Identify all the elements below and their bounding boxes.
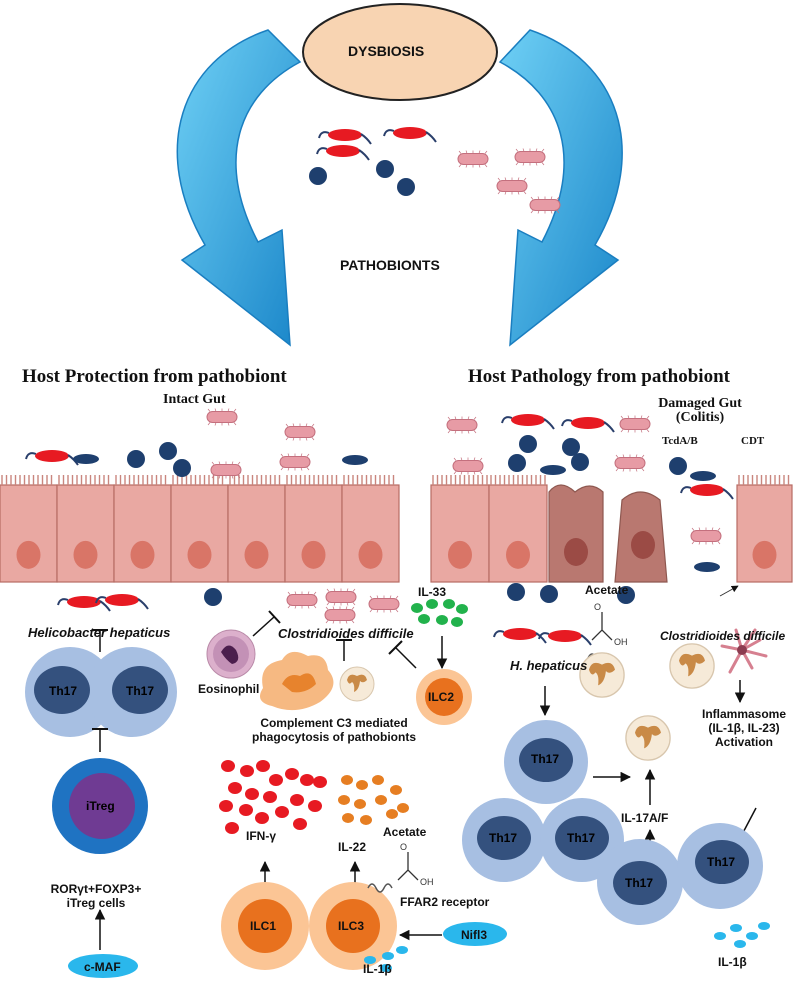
- ilc1-label: ILC1: [250, 919, 277, 933]
- tcdab-label: TcdA/B: [662, 435, 698, 447]
- itreg-caption: RORγt+FOXP3+iTreg cells: [50, 882, 142, 910]
- acetate-molecule-left: O OH: [397, 842, 434, 887]
- clostridioides-left-label: Clostridioides difficile: [278, 626, 414, 641]
- il17-label: IL-17A/F: [621, 811, 669, 825]
- th17-label: Th17: [567, 831, 596, 845]
- bacteria-dot: [540, 585, 558, 603]
- ilc3-label: ILC3: [338, 919, 365, 933]
- pathobionts-label: PATHOBIONTS: [340, 257, 440, 273]
- il22-dots: [338, 775, 409, 825]
- th17-pair-right: [597, 823, 763, 925]
- cmaf-badge: [68, 954, 138, 978]
- cell-nucleus: [187, 540, 212, 569]
- il22-label: IL-22: [338, 840, 367, 854]
- cell-nucleus: [448, 540, 472, 569]
- th17-label: Th17: [625, 876, 654, 890]
- nifl3-badge: [443, 922, 507, 946]
- il1b-dots-left: [364, 946, 408, 972]
- complement-cells: [260, 651, 375, 711]
- inhibition-helicobacter: [92, 629, 108, 652]
- svg-text:O: O: [400, 842, 407, 852]
- inflammasome-label: Inflammasome(IL-1β, IL-23)Activation: [701, 707, 787, 749]
- svg-text:OH: OH: [614, 637, 628, 647]
- th17-label: Th17: [489, 831, 518, 845]
- clostridioides-cluster-left: [286, 588, 400, 624]
- cell-nucleus: [752, 540, 777, 569]
- bacteria-dot: [507, 583, 525, 601]
- intact-gut-bacteria: [25, 408, 368, 479]
- svg-text:O: O: [594, 602, 601, 612]
- dendritic-cell: [720, 628, 768, 674]
- th17-pair-left: [25, 647, 177, 737]
- helicobacter-icon: [57, 595, 111, 612]
- th17-cluster-right: [462, 720, 624, 882]
- eosinophil-cell: [206, 629, 256, 679]
- inhibition-itreg: [92, 728, 108, 752]
- itreg-label: iTreg: [86, 799, 115, 813]
- th17-label: Th17: [49, 684, 78, 698]
- th17-label: Th17: [531, 752, 560, 766]
- dysbiosis-ellipse: [302, 3, 498, 101]
- bacteria-dot: [204, 588, 222, 606]
- inhibition-ilc2: [388, 640, 417, 669]
- helicobacter-label: Helicobacter hepaticus: [28, 625, 171, 640]
- curved-arrow-left: [176, 29, 302, 347]
- eosinophil-label: Eosinophil: [198, 682, 260, 696]
- svg-text:OH: OH: [420, 877, 434, 887]
- neutrophil: [625, 715, 671, 761]
- ilc1-cell: [221, 882, 309, 970]
- cell-nucleus: [73, 540, 98, 569]
- pathology-title: Host Pathology from pathobiont: [468, 366, 730, 387]
- h-hepaticus-label: H. hepaticus: [510, 658, 588, 673]
- inhibition-eosinophil: [252, 610, 281, 637]
- cell-nucleus: [130, 540, 155, 569]
- neutrophil: [669, 643, 715, 689]
- cmaf-label: c-MAF: [84, 960, 121, 974]
- helicobacter-icon: [538, 629, 592, 646]
- itreg-cell: [52, 758, 148, 854]
- th17-label: Th17: [126, 684, 155, 698]
- ifn-dots: [219, 760, 327, 834]
- il33-label: IL-33: [418, 585, 447, 599]
- damaged-gut-bacteria: [446, 413, 734, 572]
- nifl3-label: Nifl3: [461, 928, 488, 942]
- ifn-label: IFN-γ: [246, 829, 276, 843]
- protection-title: Host Protection from pathobiont: [22, 366, 287, 387]
- clostridioides-right-label: Clostridioides difficile: [660, 629, 786, 643]
- ilc2-cell: [416, 669, 472, 725]
- cdt-label: CDT: [741, 435, 765, 447]
- ilc2-label: ILC2: [428, 690, 455, 704]
- ffar2-receptor: [367, 883, 393, 893]
- arrow-cdt: [719, 585, 739, 597]
- helicobacter-icon: [95, 593, 149, 610]
- inhibition-complement: [336, 639, 352, 661]
- helicobacter-icon: [493, 627, 547, 644]
- damaged-epithelium: [430, 475, 793, 583]
- acetate-left-label: Acetate: [383, 825, 427, 839]
- il1b-dots-right: [714, 922, 770, 948]
- cell-nucleus: [16, 540, 41, 569]
- damaged-gut-label: Damaged Gut(Colitis): [658, 396, 742, 425]
- intact-gut-label: Intact Gut: [163, 392, 226, 407]
- pathobiont-cluster: [309, 126, 561, 214]
- cell-nucleus: [301, 540, 326, 569]
- green-dots-il33: [411, 599, 468, 627]
- dysbiosis-label: DYSBIOSIS: [348, 43, 425, 59]
- ffar2-label: FFAR2 receptor: [400, 895, 490, 909]
- intact-epithelium: [0, 475, 400, 583]
- damaged-cell: [548, 484, 604, 583]
- cell-nucleus: [244, 540, 269, 569]
- cell-nucleus: [506, 540, 530, 569]
- acetate-right-label: Acetate: [585, 583, 629, 597]
- ilc3-cell: [309, 882, 397, 970]
- il1b-right-label: IL-1β: [718, 955, 747, 969]
- il1b-left-label: IL-1β: [363, 962, 392, 976]
- cell-nucleus: [358, 540, 383, 569]
- th17-label: Th17: [707, 855, 736, 869]
- curved-arrow-right: [498, 29, 623, 347]
